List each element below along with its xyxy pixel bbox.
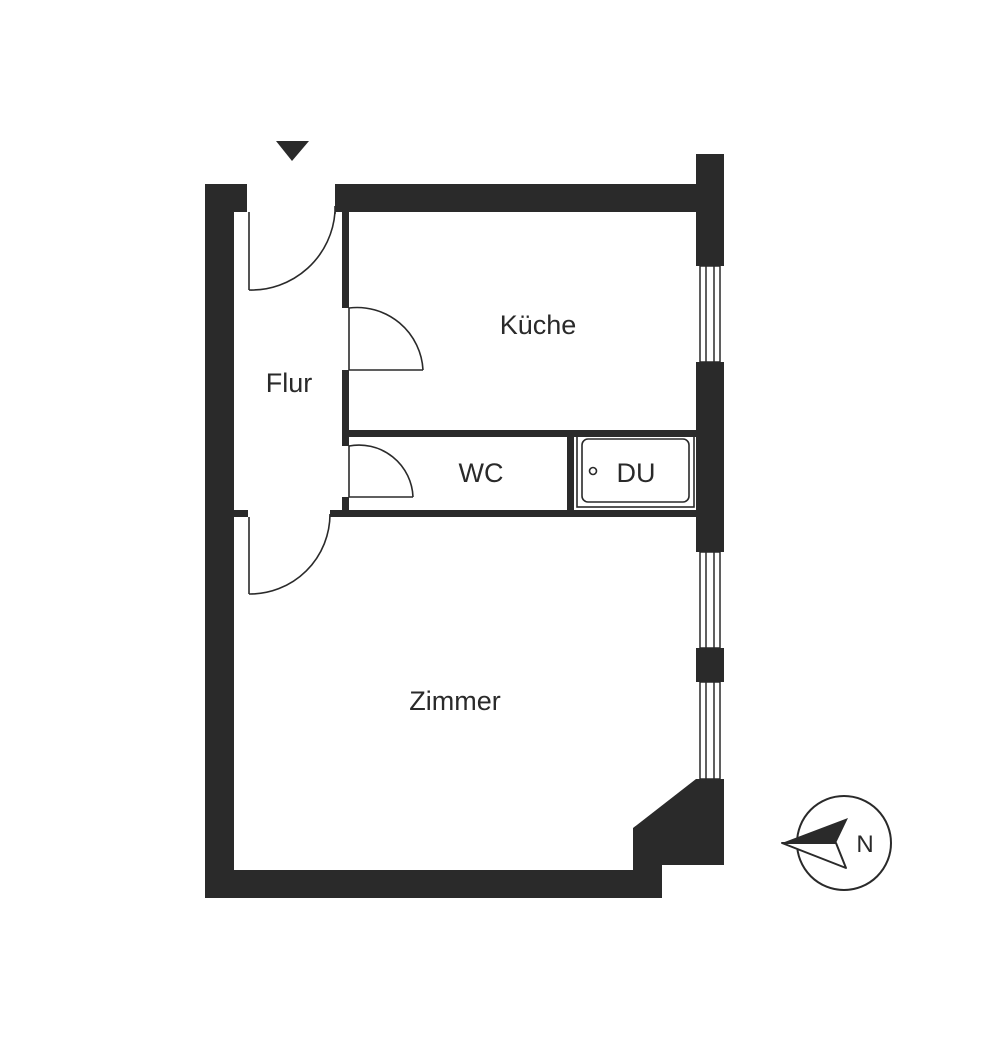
windows bbox=[699, 265, 721, 780]
wall-top-right bbox=[335, 184, 697, 212]
compass-label: N bbox=[856, 831, 873, 858]
door-entrance bbox=[248, 206, 336, 291]
interior-walls bbox=[234, 212, 696, 517]
wall-corner-chamfer bbox=[633, 779, 724, 870]
window-zimmer-2 bbox=[699, 681, 721, 780]
room-label-zimmer: Zimmer bbox=[409, 686, 500, 716]
wall-right-pier bbox=[696, 648, 724, 682]
window-kueche bbox=[699, 265, 721, 363]
room-label-kueche: Küche bbox=[500, 310, 577, 340]
door-kueche bbox=[348, 306, 424, 371]
wall-bottom bbox=[205, 870, 662, 898]
door-wc bbox=[348, 444, 414, 498]
shower-drain-icon bbox=[588, 466, 598, 476]
compass-needle bbox=[782, 818, 848, 843]
wall-kueche-wc bbox=[342, 430, 696, 437]
doors bbox=[248, 206, 424, 595]
wall-wc-du bbox=[567, 430, 574, 517]
wall-left bbox=[205, 184, 234, 898]
compass-icon: N bbox=[781, 795, 892, 891]
wall-flur-zimmer-stub bbox=[234, 510, 248, 517]
wall-right-mid bbox=[696, 362, 724, 552]
wall-flur-kueche-upper bbox=[342, 212, 349, 308]
outer-walls bbox=[205, 154, 724, 898]
wall-flur-kueche-lower bbox=[342, 370, 349, 446]
wall-wc-zimmer bbox=[330, 510, 696, 517]
wall-right-top bbox=[696, 154, 724, 266]
room-label-flur: Flur bbox=[266, 368, 313, 398]
compass-needle-tail bbox=[781, 842, 847, 869]
shower-tray bbox=[576, 433, 695, 508]
entrance-arrow-icon bbox=[276, 141, 309, 161]
door-zimmer bbox=[248, 513, 331, 595]
room-label-wc: WC bbox=[459, 458, 504, 488]
window-zimmer-1 bbox=[699, 551, 721, 649]
room-label-du: DU bbox=[617, 458, 656, 488]
wall-flur-wc-lower bbox=[342, 497, 349, 517]
